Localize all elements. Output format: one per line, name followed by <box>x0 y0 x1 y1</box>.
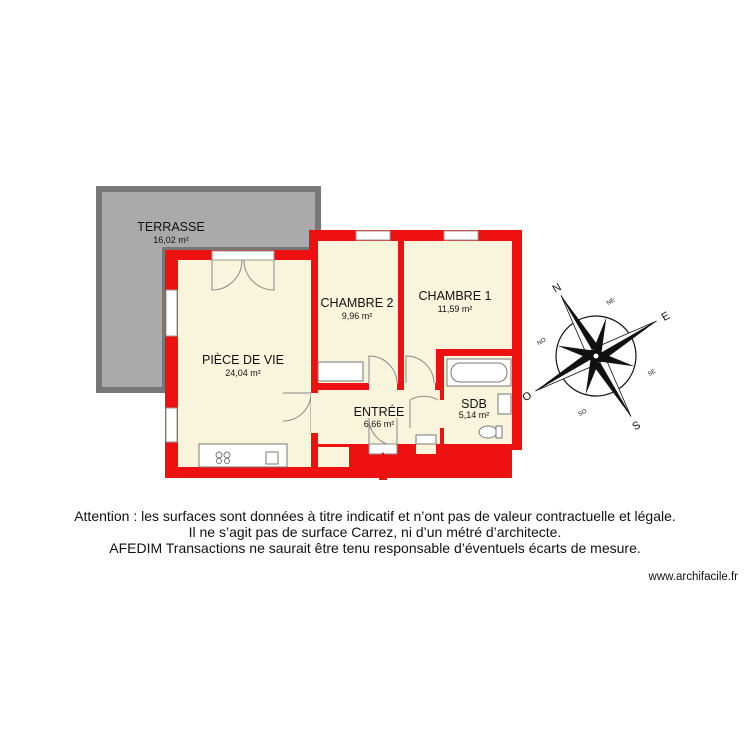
entree-storage <box>318 447 349 467</box>
room-area-terrasse: 16,02 m² <box>153 235 189 245</box>
compass-label-w: O <box>521 389 535 404</box>
compass-label-no: NO <box>536 337 547 347</box>
window-piece-de-vie-left-2 <box>165 407 178 443</box>
disclaimer-line-1: Attention : les surfaces sont données à … <box>74 508 676 524</box>
compass-center <box>592 352 600 360</box>
compass-label-so: SO <box>578 408 589 418</box>
compass-rose: N S E O NE NO SE SO <box>521 281 672 433</box>
room-chambre-1: CHAMBRE 1 11,59 m² <box>404 241 512 383</box>
cooktop-burner <box>215 451 223 459</box>
room-label-chambre-2: CHAMBRE 2 <box>321 296 394 310</box>
wardrobe-chambre-2 <box>317 361 364 382</box>
chambre-2-floor <box>318 241 398 383</box>
room-label-terrasse: TERRASSE <box>137 220 204 234</box>
room-chambre-2: CHAMBRE 2 9,96 m² <box>318 241 398 383</box>
compass-label-se: SE <box>647 369 657 378</box>
door-chambre-2 <box>368 355 398 385</box>
sdb-washbasin <box>497 393 512 415</box>
compass-needles <box>535 295 657 417</box>
room-area-entree: 6,66 m² <box>364 419 395 429</box>
room-piece-de-vie: PIÈCE DE VIE 24,04 m² <box>178 260 311 467</box>
compass-point-e <box>596 321 657 363</box>
room-label-chambre-1: CHAMBRE 1 <box>419 289 492 303</box>
room-area-piece-de-vie: 24,04 m² <box>225 368 261 378</box>
compass-label-e: E <box>660 310 672 324</box>
window-piece-de-vie-left-1 <box>165 289 178 337</box>
french-door-left <box>211 259 243 291</box>
door-chambre-1 <box>405 355 435 385</box>
room-area-chambre-1: 11,59 m² <box>438 304 473 314</box>
room-label-piece-de-vie: PIÈCE DE VIE <box>202 352 284 367</box>
opening-piece-de-vie <box>311 393 318 433</box>
disclaimer-line-2: Il ne s’agit pas de surface Carrez, ni d… <box>188 524 562 540</box>
window-chambre-1 <box>443 230 479 241</box>
windows <box>165 230 479 443</box>
opening-chambre-2 <box>369 383 397 390</box>
opening-sdb <box>438 400 444 428</box>
website-link[interactable]: www.archifacile.fr <box>648 571 738 583</box>
cooktop-burner-4 <box>224 458 230 464</box>
compass-point-se <box>594 351 635 367</box>
disclaimer: Attention : les surfaces sont données à … <box>0 508 750 556</box>
opening-chambre-1 <box>404 383 435 390</box>
fixtures <box>198 358 512 468</box>
room-area-chambre-2: 9,96 m² <box>342 311 373 321</box>
room-label-entree: ENTRÉE <box>354 404 405 419</box>
compass-point-nw <box>557 345 598 361</box>
bathtub-inner <box>450 362 508 383</box>
chambre-1-floor <box>404 241 512 349</box>
room-terrasse: TERRASSE 16,02 m² <box>96 186 321 393</box>
compass-diagonals <box>557 317 635 395</box>
compass-label-ne: NE <box>606 298 616 307</box>
toilet-tank <box>495 425 503 439</box>
piece-de-vie-floor <box>178 260 311 467</box>
chambre-1-floor-2 <box>404 349 436 383</box>
compass-point-ne <box>591 317 607 358</box>
compass-point-w <box>535 349 596 391</box>
disclaimer-line-3: AFEDIM Transactions ne saurait être tenu… <box>109 540 641 556</box>
room-label-sdb: SDB <box>461 397 487 411</box>
compass-label-s: S <box>630 419 642 433</box>
entrance-arrow-icon <box>372 452 394 480</box>
compass-point-n <box>561 295 603 356</box>
toilet <box>478 425 498 439</box>
compass-label-n: N <box>551 281 564 295</box>
cooktop-burner-2 <box>223 451 231 459</box>
door-sdb <box>409 395 439 428</box>
cooktop-burner-3 <box>216 458 222 464</box>
kitchen-sink <box>265 451 279 465</box>
entree-cupboard <box>415 434 437 445</box>
entree-closet <box>416 444 436 454</box>
wall-openings <box>311 383 444 433</box>
compass-point-s <box>589 356 631 417</box>
compass-point-sw <box>585 354 601 395</box>
window-chambre-2 <box>355 230 391 241</box>
french-door-right <box>243 259 275 291</box>
window-piece-de-vie-top <box>211 250 275 261</box>
room-area-sdb: 5,14 m² <box>459 410 490 420</box>
